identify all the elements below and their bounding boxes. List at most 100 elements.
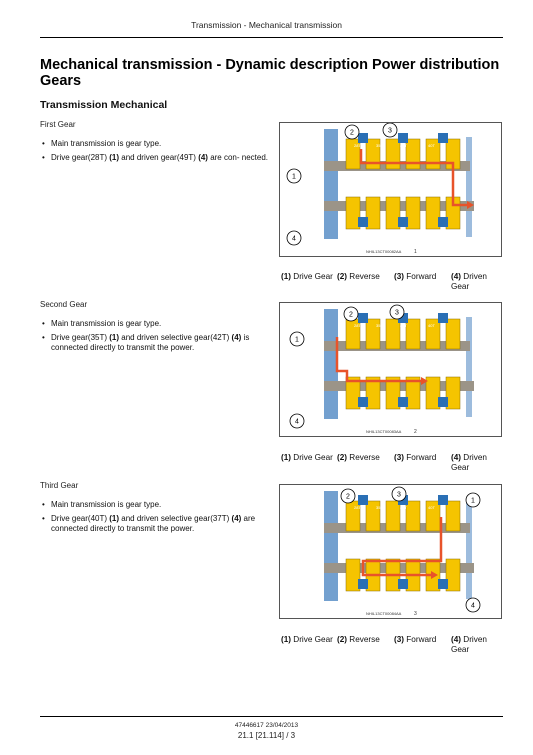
callout-ref: (4)	[231, 332, 242, 342]
bullet-text: are connected directly to transmit the p…	[51, 513, 256, 534]
gear-lower	[345, 558, 361, 592]
power-flow-path	[335, 337, 421, 383]
caption-item: (1) Drive Gear	[281, 272, 337, 292]
header-rule	[40, 37, 503, 38]
gear-lower	[445, 558, 461, 592]
gear-lower	[345, 376, 361, 410]
gear-lower	[445, 376, 461, 410]
bullet-text: and driven selective gear(37T)	[119, 513, 232, 523]
gear-tooth-label: 44T	[400, 505, 407, 510]
callout-circle	[465, 492, 481, 508]
gear-tooth-label: 40T	[428, 505, 435, 510]
figure-caption-3: (1) Drive Gear (2) Reverse (3) Forward (…	[281, 635, 506, 655]
housing-plate	[466, 317, 472, 417]
gear-upper	[405, 318, 421, 350]
figure-code: NHIL13CT00084AA	[366, 611, 402, 616]
callout-circle	[344, 124, 360, 140]
caption-item: (3) Forward	[394, 635, 451, 655]
gear-upper	[425, 500, 441, 532]
gear-lower	[405, 196, 421, 230]
clutch-pack	[358, 133, 368, 143]
caption-item: (1) Drive Gear	[281, 453, 337, 473]
gear-lower	[405, 376, 421, 410]
gear-tooth-label: 28T	[354, 323, 361, 328]
power-flow-path	[359, 149, 467, 207]
caption-num: (3)	[394, 635, 405, 644]
caption-item: (3) Forward	[394, 453, 451, 473]
clutch-pack	[398, 397, 408, 407]
power-flow-path	[361, 517, 443, 577]
bullet-list-second-gear: Main transmission is gear type. Drive ge…	[42, 319, 274, 357]
caption-num: (1)	[281, 453, 292, 462]
clutch-pack	[438, 217, 448, 227]
bullet-text: Drive gear(40T)	[51, 513, 110, 523]
figure-number: 1	[414, 249, 417, 255]
figure-code: NHIL13CT00082AA	[366, 249, 402, 254]
clutch-pack	[358, 397, 368, 407]
gear-upper	[365, 318, 381, 350]
housing-plate	[324, 309, 338, 419]
housing-plate	[324, 129, 338, 239]
gear-upper	[385, 318, 401, 350]
caption-item: (4) Driven Gear	[451, 272, 506, 292]
gear-tooth-label: 35T	[376, 323, 383, 328]
callout-number: 2	[349, 312, 353, 319]
gear-tooth-label: 49T	[368, 601, 375, 606]
gear-tooth-label: 44T	[400, 323, 407, 328]
callout-circle	[343, 306, 359, 322]
callout-number: 4	[292, 236, 296, 243]
gear-lower	[425, 376, 441, 410]
caption-num: (3)	[394, 272, 405, 281]
caption-item: (2) Reverse	[337, 272, 394, 292]
running-header: Transmission - Mechanical transmission	[191, 20, 342, 30]
callout-number: 2	[350, 130, 354, 137]
gear-title-third: Third Gear	[40, 481, 79, 490]
caption-item: (2) Reverse	[337, 453, 394, 473]
clutch-pack	[358, 579, 368, 589]
caption-num: (2)	[337, 453, 348, 462]
clutch-pack	[438, 313, 448, 323]
bullet-item: Drive gear(40T) (1) and driven selective…	[42, 514, 274, 535]
power-flow-arrow	[431, 571, 438, 579]
caption-num: (2)	[337, 635, 348, 644]
figure-number: 2	[414, 429, 417, 435]
power-flow-arrow	[421, 377, 428, 385]
bullet-text: are con- nected.	[207, 152, 269, 162]
gear-tooth-label: 49T	[368, 419, 375, 424]
callout-circle	[289, 413, 305, 429]
gear-upper	[405, 138, 421, 170]
figure-code: NHIL13CT00083AA	[366, 429, 402, 434]
bullet-item: Main transmission is gear type.	[42, 319, 274, 330]
callout-circle	[340, 488, 356, 504]
caption-num: (2)	[337, 272, 348, 281]
callout-ref: (1)	[109, 152, 120, 162]
gear-title-first: First Gear	[40, 120, 76, 129]
callout-number: 3	[388, 128, 392, 135]
caption-num: (1)	[281, 635, 292, 644]
gear-upper	[365, 138, 381, 170]
gear-tooth-label: 49T	[368, 239, 375, 244]
clutch-pack	[438, 397, 448, 407]
clutch-pack	[358, 217, 368, 227]
caption-item: (3) Forward	[394, 272, 451, 292]
gear-tooth-label: 35T	[376, 505, 383, 510]
gear-title-second: Second Gear	[40, 300, 88, 309]
gear-upper	[365, 500, 381, 532]
clutch-pack	[398, 133, 408, 143]
callout-number: 1	[295, 337, 299, 344]
caption-label: Drive Gear	[293, 453, 333, 462]
caption-num: (4)	[451, 635, 462, 644]
gear-lower	[425, 196, 441, 230]
footer-rule	[40, 716, 503, 717]
bullet-text: is connected directly to transmit the po…	[51, 332, 250, 353]
caption-label: Forward	[406, 453, 437, 462]
gear-lower	[385, 376, 401, 410]
bullet-text: Drive gear(35T)	[51, 332, 110, 342]
gear-upper	[445, 318, 461, 350]
clutch-pack	[438, 579, 448, 589]
